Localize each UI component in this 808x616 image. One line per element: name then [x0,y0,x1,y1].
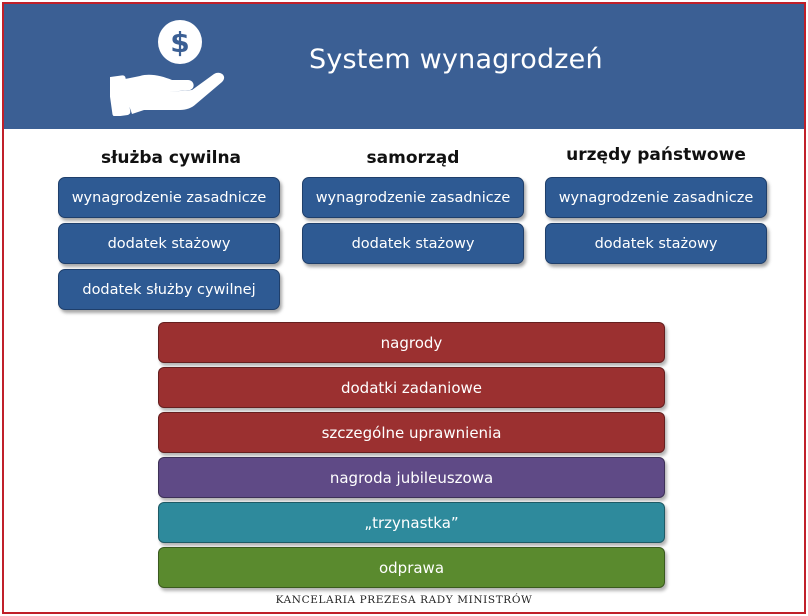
footer-organization: KANCELARIA PREZESA RADY MINISTRÓW [275,594,533,606]
civil-service-seniority-bonus-box: dodatek stażowy [58,223,280,264]
column-heading-local-government: samorząd [366,148,460,168]
civil-service-base-salary-box: wynagrodzenie zasadnicze [58,177,280,218]
shared-bar-thirteenth-salary: „trzynastka” [158,502,665,543]
hand-dollar-icon: $ [110,20,225,116]
shared-bar-special-entitlements: szczególne uprawnienia [158,412,665,453]
column-heading-civil-service: służba cywilna [100,148,242,168]
civil-service-allowance-box: dodatek służby cywilnej [58,269,280,310]
header-banner: $ System wynagrodzeń [4,4,804,129]
state-offices-base-salary-box: wynagrodzenie zasadnicze [545,177,767,218]
local-government-base-salary-box: wynagrodzenie zasadnicze [302,177,524,218]
state-offices-seniority-bonus-box: dodatek stażowy [545,223,767,264]
page-title: System wynagrodzeń [309,44,603,75]
shared-bar-task-allowances: dodatki zadaniowe [158,367,665,408]
shared-bar-severance-pay: odprawa [158,547,665,588]
shared-bar-jubilee-award: nagroda jubileuszowa [158,457,665,498]
local-government-seniority-bonus-box: dodatek stażowy [302,223,524,264]
column-heading-state-offices: urzędy państwowe [566,145,746,165]
svg-text:$: $ [170,26,189,59]
shared-bar-awards: nagrody [158,322,665,363]
